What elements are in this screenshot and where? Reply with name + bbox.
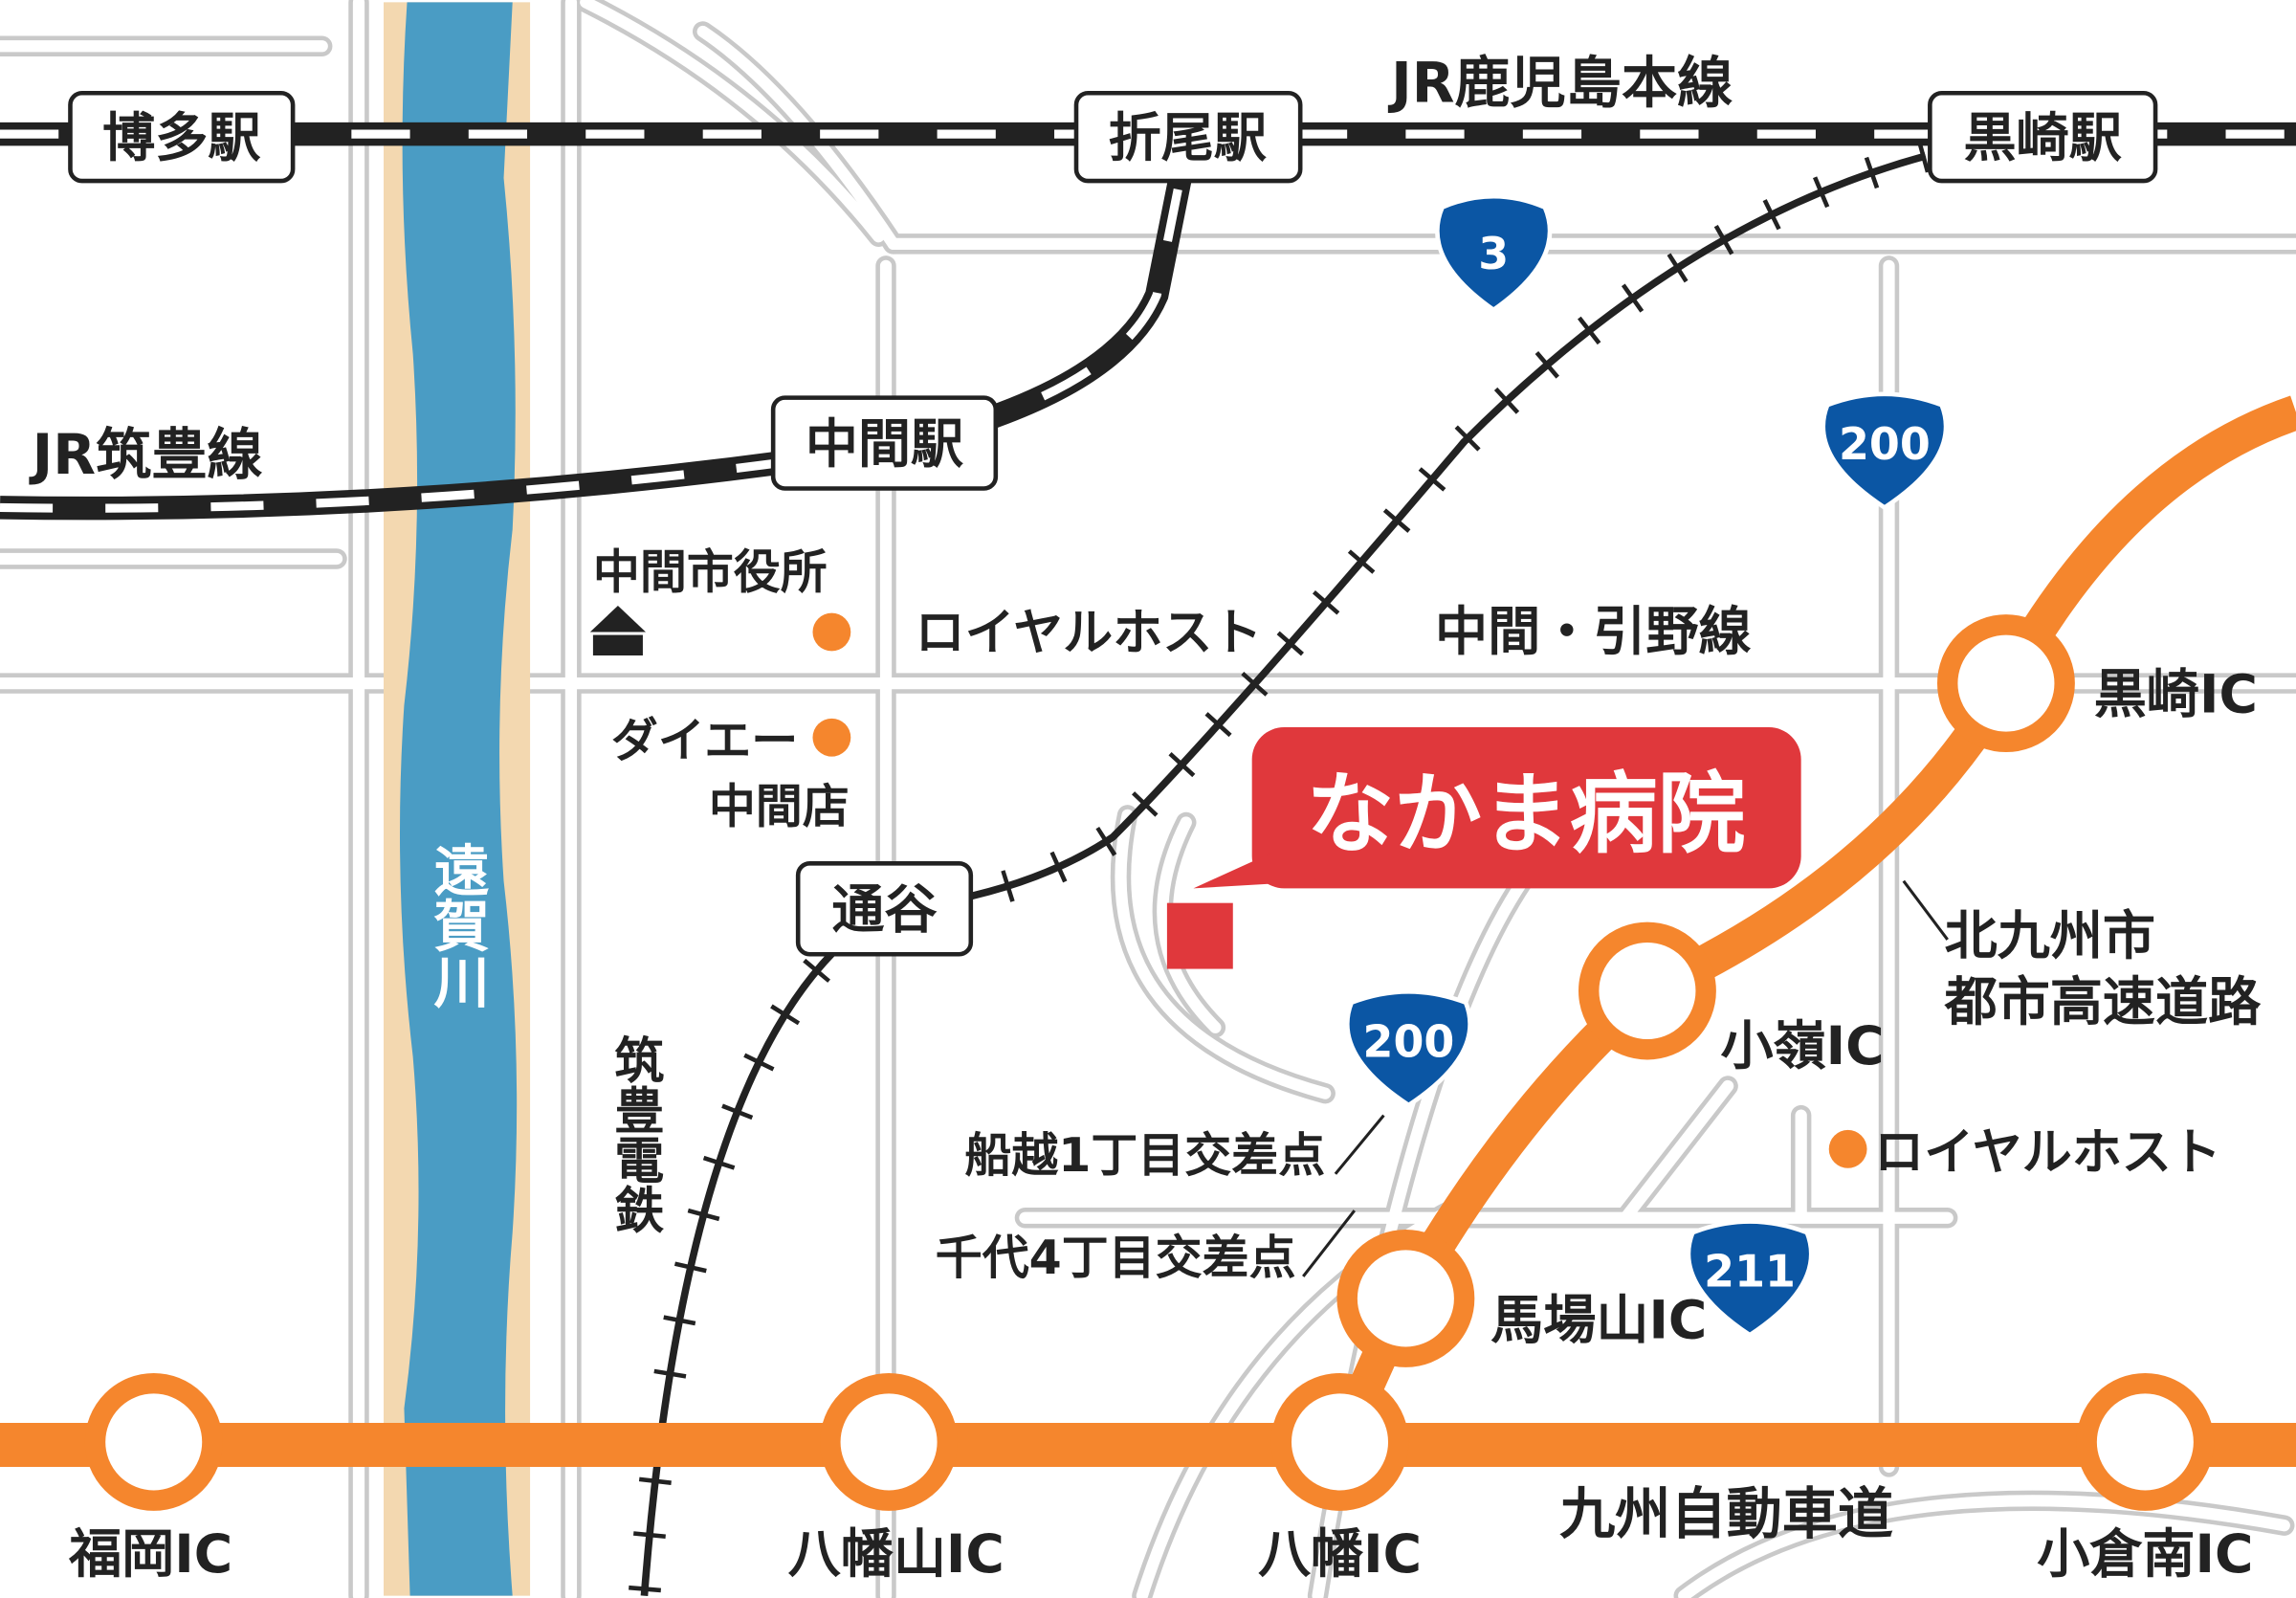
route-shields: 3 200 200 211 xyxy=(1345,193,1949,1338)
station-orio: 折尾駅 xyxy=(1073,90,1303,184)
river-label: 遠賀川 xyxy=(425,841,490,1009)
nakama-hikino-label: 中間・引野線 xyxy=(1435,601,1752,662)
chiyo-intersection: 千代4丁目交差点 xyxy=(936,1231,1296,1285)
yahatayama-ic-label: 八幡山IC xyxy=(788,1523,1004,1585)
kokuraminami-ic-label: 小倉南IC xyxy=(2037,1523,2253,1585)
kyushu-expwy-label: 九州自動車道 xyxy=(1559,1481,1893,1546)
yahatayama-ic-marker xyxy=(820,1372,959,1511)
royal-host-marker-2 xyxy=(1828,1129,1867,1168)
city-hall-icon xyxy=(589,605,646,655)
daiei-label-1: ダイエー xyxy=(611,714,798,768)
route-3-shield: 3 xyxy=(1435,193,1553,313)
komine-ic-marker xyxy=(1578,921,1716,1060)
chikutetsu-label: 筑豊電鉄 xyxy=(606,1034,664,1233)
station-hakata: 博多駅 xyxy=(68,90,296,184)
route-211-shield: 211 xyxy=(1686,1219,1814,1338)
jr-chikuho-line xyxy=(0,146,1198,521)
route-200-shield-south: 200 xyxy=(1345,988,1472,1108)
route-200-shield-north: 200 xyxy=(1821,391,1949,511)
royal-host-label-1: ロイヤルホスト xyxy=(916,605,1263,662)
yahata-ic-label: 八幡IC xyxy=(1258,1523,1422,1585)
svg-text:折尾駅: 折尾駅 xyxy=(1109,107,1267,168)
svg-text:通谷: 通谷 xyxy=(831,879,937,941)
svg-text:211: 211 xyxy=(1704,1246,1796,1298)
station-nakama: 中間駅 xyxy=(770,395,999,491)
urban-expwy-label-2: 都市高速道路 xyxy=(1944,971,2262,1032)
svg-text:3: 3 xyxy=(1478,228,1509,279)
onga-river: 遠賀川 xyxy=(384,2,531,1596)
jr-kagoshima-label: JR鹿児島本線 xyxy=(1387,50,1733,115)
urban-expwy-label-1: 北九州市 xyxy=(1945,905,2155,966)
komine-ic-label: 小嶺IC xyxy=(1720,1015,1884,1076)
svg-text:200: 200 xyxy=(1363,1015,1455,1067)
svg-text:黒崎駅: 黒崎駅 xyxy=(1964,107,2122,168)
svg-text:中間駅: 中間駅 xyxy=(806,413,963,475)
fukuoka-ic-label: 福岡IC xyxy=(68,1523,232,1585)
yahata-ic-marker xyxy=(1270,1372,1409,1511)
daiei-label-2: 中間店 xyxy=(709,779,850,833)
kurosaki-ic-marker xyxy=(1936,614,2075,753)
kokuraminami-ic-marker xyxy=(2076,1372,2215,1511)
jr-chikuho-label: JR筑豊線 xyxy=(29,422,263,487)
expressways xyxy=(0,395,2296,1511)
daiei-marker xyxy=(812,718,851,757)
svg-text:200: 200 xyxy=(1839,418,1931,470)
funakoshi-intersection: 船越1丁目交差点 xyxy=(964,1128,1325,1183)
babayama-ic-marker xyxy=(1336,1229,1475,1367)
babayama-ic-label: 馬場山IC xyxy=(1490,1289,1707,1350)
hospital-callout: なかま病院 xyxy=(1193,727,1801,889)
chikuho-electric-railway xyxy=(628,140,1931,1597)
stations: 博多駅 折尾駅 黒崎駅 中間駅 通谷 xyxy=(68,90,2158,957)
station-toriya: 通谷 xyxy=(795,861,974,957)
fukuoka-ic-marker xyxy=(84,1372,223,1511)
kurosaki-ic-label: 黒崎IC xyxy=(2094,664,2258,725)
city-hall-label: 中間市役所 xyxy=(593,545,828,600)
hospital-marker xyxy=(1166,902,1233,969)
royal-host-label-2: ロイヤルホスト xyxy=(1874,1124,2221,1182)
station-kurosaki: 黒崎駅 xyxy=(1928,90,2158,184)
hospital-name: なかま病院 xyxy=(1306,763,1745,865)
city-hall-marker xyxy=(812,612,851,652)
svg-text:博多駅: 博多駅 xyxy=(102,107,260,168)
